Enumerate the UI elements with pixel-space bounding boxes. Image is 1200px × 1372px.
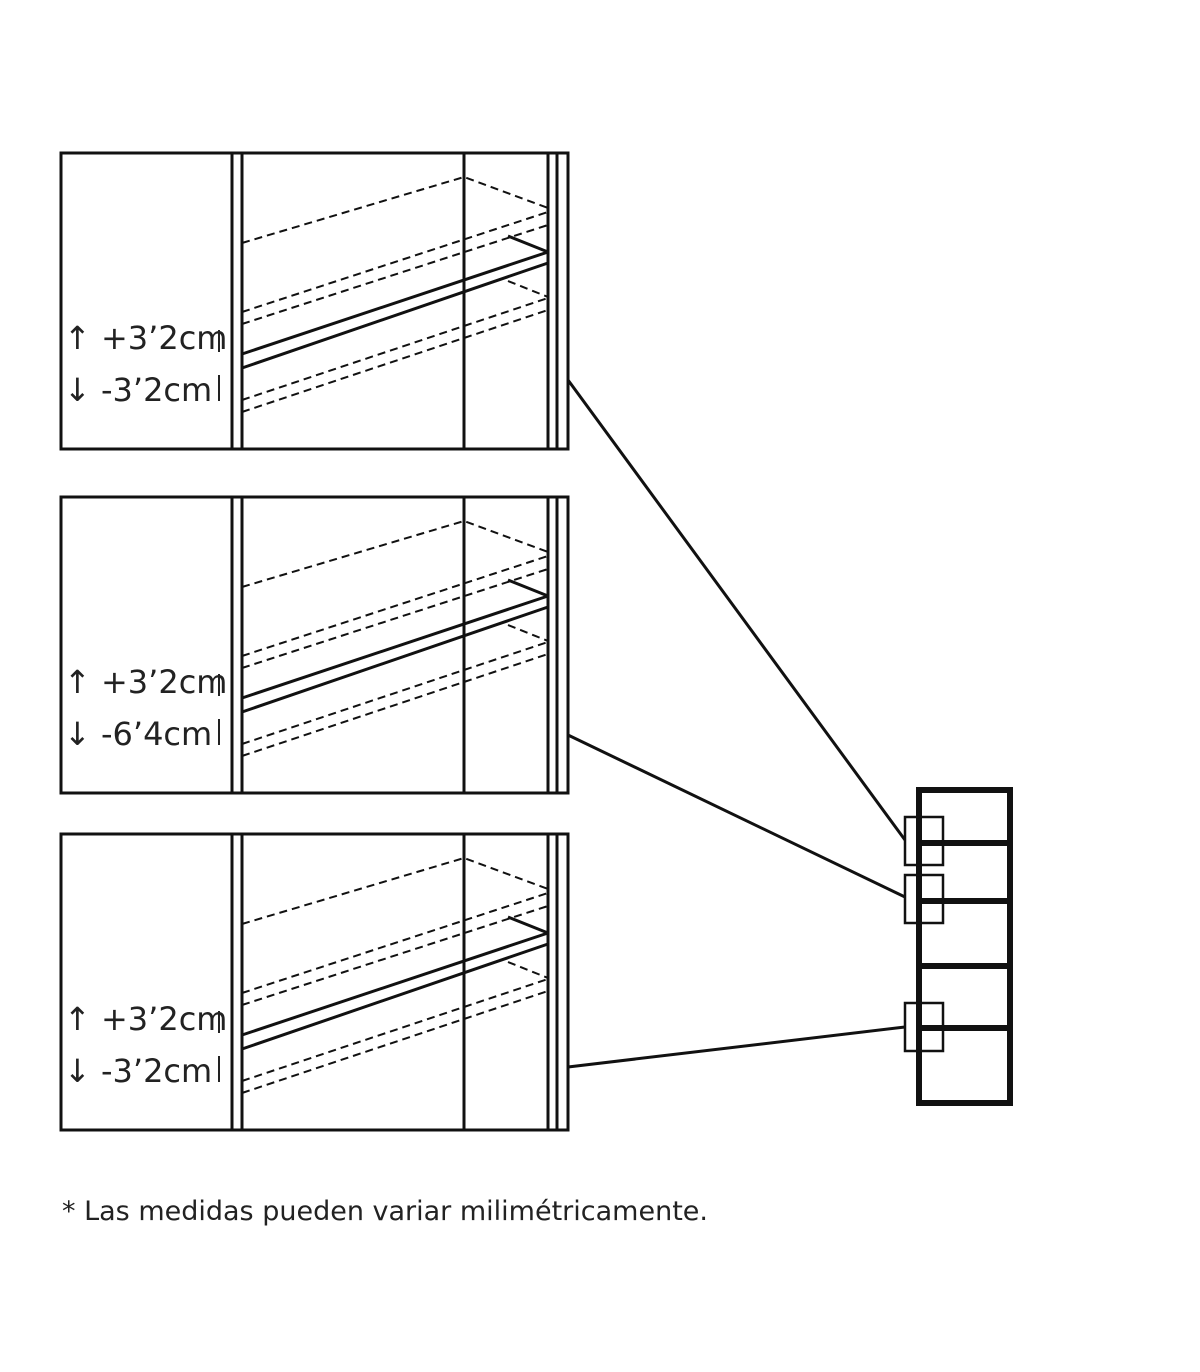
shelf-upper-position <box>241 519 549 669</box>
detail-callout-box-3 <box>903 1001 945 1053</box>
shelf-current-position <box>241 578 550 714</box>
adjust-down-label: ↓ -3’2cm <box>64 1052 212 1090</box>
connector-line-2 <box>567 733 906 899</box>
detail-callout-box-1 <box>903 815 945 867</box>
adjust-up-label: ↑ +3’2cm <box>64 319 227 357</box>
shelf-upper-position <box>241 175 549 325</box>
panel-frame <box>59 151 570 451</box>
shelf-current-position <box>241 915 550 1051</box>
detail-callout-box-2 <box>903 873 945 925</box>
shelf-current-position <box>241 234 550 370</box>
detail-panel-1: ↑ +3’2cm ↓ -3’2cm <box>59 151 570 451</box>
shelf-lower-position <box>241 961 549 1094</box>
adjust-up-label: ↑ +3’2cm <box>64 1000 227 1038</box>
panel-frame <box>59 495 570 795</box>
panel-frame <box>59 832 570 1132</box>
shelf-upper-position <box>241 856 549 1006</box>
adjust-down-label: ↓ -3’2cm <box>64 371 212 409</box>
adjust-up-label: ↑ +3’2cm <box>64 663 227 701</box>
connector-line-3 <box>567 1025 906 1069</box>
shelf-lower-position <box>241 280 549 413</box>
footnote: * Las medidas pueden variar milimétricam… <box>62 1196 708 1227</box>
detail-panel-2: ↑ +3’2cm ↓ -6’4cm <box>59 495 570 795</box>
unit-frame <box>916 787 1013 1106</box>
connector-line-1 <box>566 379 907 841</box>
shelf-lower-position <box>241 624 549 757</box>
shelving-unit-front-view <box>903 787 1013 1106</box>
detail-panel-3: ↑ +3’2cm ↓ -3’2cm <box>59 832 570 1132</box>
adjust-down-label: ↓ -6’4cm <box>64 715 212 753</box>
